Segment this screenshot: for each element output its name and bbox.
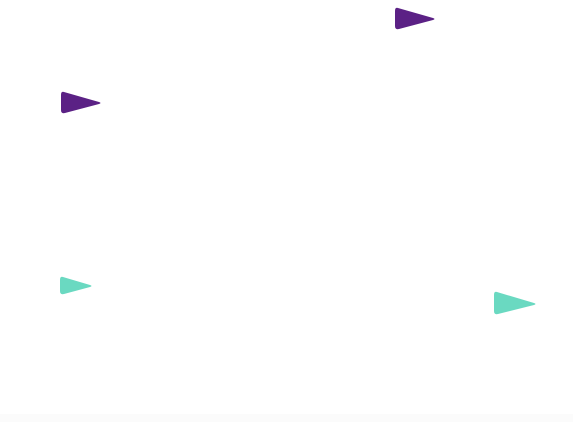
purple-triangle-icon — [61, 91, 101, 114]
teal-triangle-icon — [60, 276, 92, 295]
bottom-strip — [0, 414, 573, 422]
purple-triangle-icon — [395, 7, 435, 30]
teal-triangle-icon — [494, 291, 536, 315]
